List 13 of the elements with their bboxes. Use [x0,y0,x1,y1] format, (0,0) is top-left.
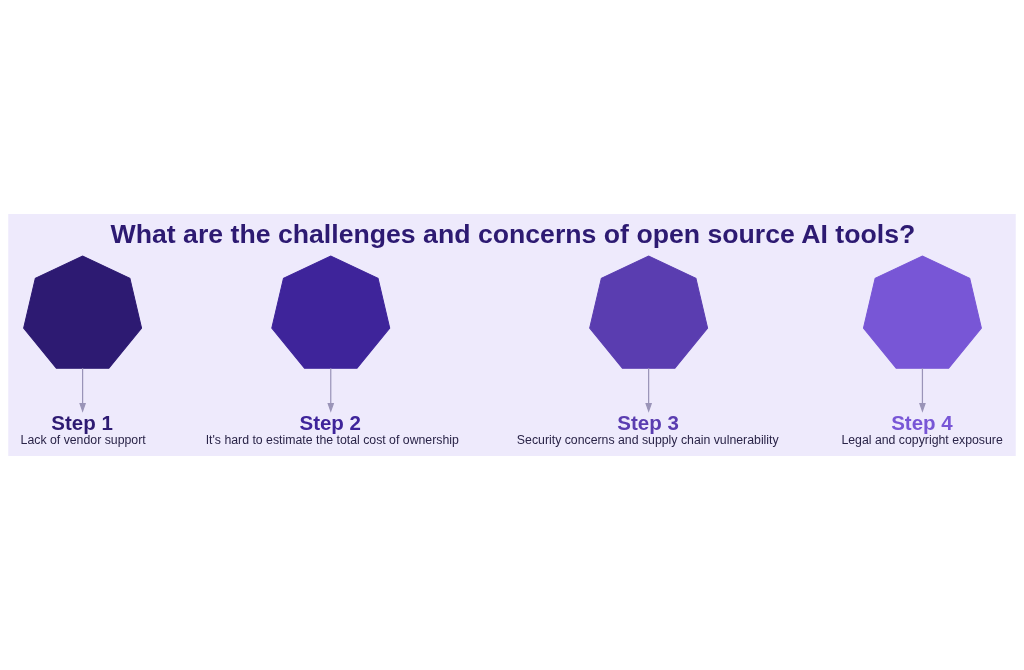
node-text: Step 2 It's hard to estimate the total cost of ownership [205,411,459,448]
arrow [645,367,652,413]
arrow [919,367,926,413]
node-gear [862,255,982,369]
node-text: Step 4 Legal and copyright exposure [841,411,1003,448]
diagram-title: What are the challenges and concerns of open source AI tools? [110,218,916,249]
node-text: Step 1 Lack of vendor support [20,411,146,448]
node-text: Step 3 Security concerns and supply chain vulnerability [516,411,779,448]
node-gear [271,255,391,369]
node-gear [23,255,143,369]
node-gear [589,255,709,369]
arrow [79,367,86,413]
arrow [327,367,335,413]
